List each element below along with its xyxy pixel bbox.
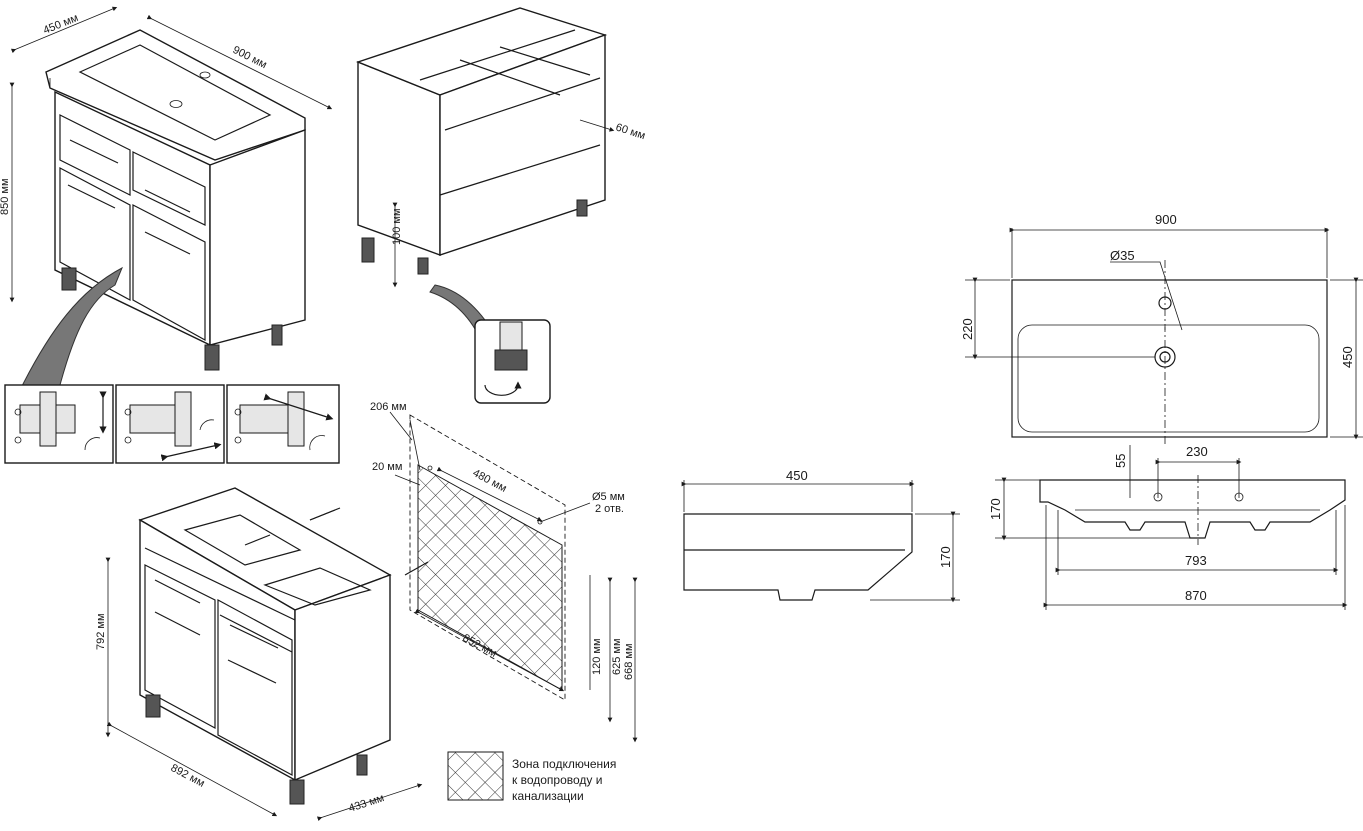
zone-h3-label: 668 мм — [623, 643, 635, 680]
sink-top-view: 900 Ø35 220 450 — [960, 212, 1363, 445]
zone-h2-label: 625 мм — [611, 638, 623, 675]
side-offset-label: 20 мм — [372, 461, 402, 473]
front-outer-width-label: 870 — [1185, 588, 1207, 603]
front-inner-width-label: 793 — [1185, 553, 1207, 568]
sink-front-view: 230 55 170 793 870 — [988, 444, 1348, 610]
side-depth-label: 450 — [786, 468, 808, 483]
sink-side-view: 450 170 — [681, 468, 960, 603]
front-height-label: 170 — [988, 498, 1003, 520]
cabinet-width-label: 900 мм — [231, 44, 269, 71]
hinge-detail-panels — [4, 384, 340, 464]
legend: Зона подключения к водопроводу и канализ… — [447, 751, 616, 803]
sink-width-label: 900 — [1155, 212, 1177, 227]
leg-height-label: 100 мм — [391, 208, 403, 245]
cabinet-open-view: 792 мм 892 мм 433 мм — [95, 487, 423, 822]
legend-line-2: к водопроводу и — [512, 773, 602, 787]
zone-h1-label: 120 мм — [591, 638, 603, 675]
frame-iso-view: 100 мм 60 мм — [355, 7, 647, 404]
frame-offset-label: 60 мм — [614, 121, 647, 142]
hole-size-label: Ø5 мм — [592, 491, 625, 503]
legend-line-1: Зона подключения — [512, 757, 616, 771]
bottom-width-label: 892 мм — [169, 762, 207, 790]
bottom-depth-label: 433 мм — [347, 792, 385, 815]
top-offset-label: 206 мм — [370, 401, 407, 413]
legend-swatch — [447, 751, 504, 801]
side-height-label: 170 — [938, 546, 953, 568]
bottom-height-label: 792 мм — [95, 613, 107, 650]
zone-top-width-label: 480 мм — [471, 467, 509, 495]
cabinet-depth-label: 450 мм — [42, 12, 80, 37]
legend-line-3: канализации — [512, 789, 584, 803]
front-offset-label: 55 — [1113, 454, 1128, 468]
hole-count-label: 2 отв. — [595, 503, 624, 515]
sink-offset-label: 220 — [960, 318, 975, 340]
cabinet-iso-view: 450 мм 900 мм 850 мм — [0, 6, 333, 391]
sink-depth-label: 450 — [1340, 346, 1355, 368]
front-spacing-label: 230 — [1186, 444, 1208, 459]
cabinet-height-label: 850 мм — [0, 178, 11, 215]
sink-hole-label: Ø35 — [1110, 248, 1135, 263]
